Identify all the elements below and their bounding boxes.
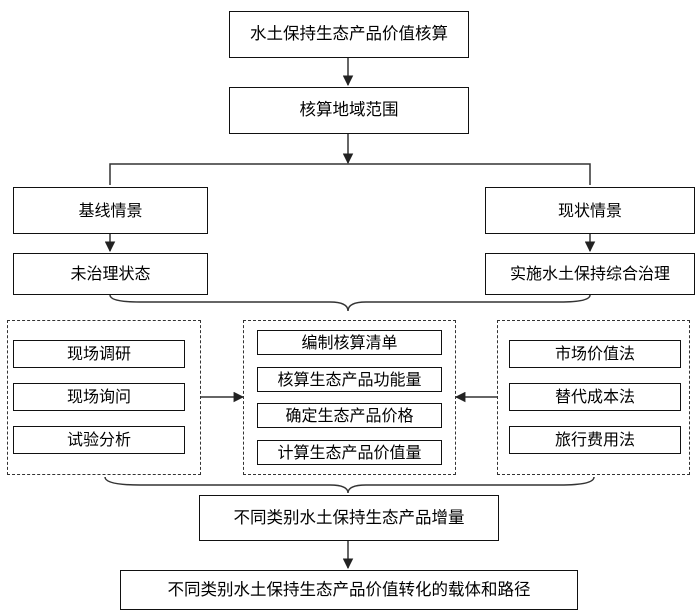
carrier-path-box: 不同类别水土保持生态产品价值转化的载体和路径 [120,570,578,610]
step-compile-inventory: 编制核算清单 [257,330,442,355]
method-replacement-cost: 替代成本法 [509,383,681,411]
merge-brace-bottom [104,476,595,494]
field-methods-group [7,320,201,475]
step-function-amount: 核算生态产品功能量 [257,367,442,392]
step-calc-value: 计算生态产品价值量 [257,440,442,465]
baseline-state-box: 未治理状态 [13,253,208,295]
merge-brace-top [109,294,591,312]
current-scenario-box: 现状情景 [485,187,695,234]
valuation-methods-group [497,320,690,475]
method-market-value: 市场价值法 [509,340,681,368]
accounting-steps-group [243,320,456,475]
method-field-inquiry: 现场询问 [13,383,185,411]
step-determine-price: 确定生态产品价格 [257,403,442,428]
title-box: 水土保持生态产品价值核算 [229,11,469,58]
method-experiment: 试验分析 [13,426,185,454]
method-field-survey: 现场调研 [13,340,185,368]
branch-split-line [109,163,591,185]
increment-box: 不同类别水土保持生态产品增量 [199,495,499,541]
scope-box: 核算地域范围 [229,87,469,134]
method-travel-cost: 旅行费用法 [509,426,681,454]
current-state-box: 实施水土保持综合治理 [485,253,695,295]
baseline-scenario-box: 基线情景 [13,187,208,234]
